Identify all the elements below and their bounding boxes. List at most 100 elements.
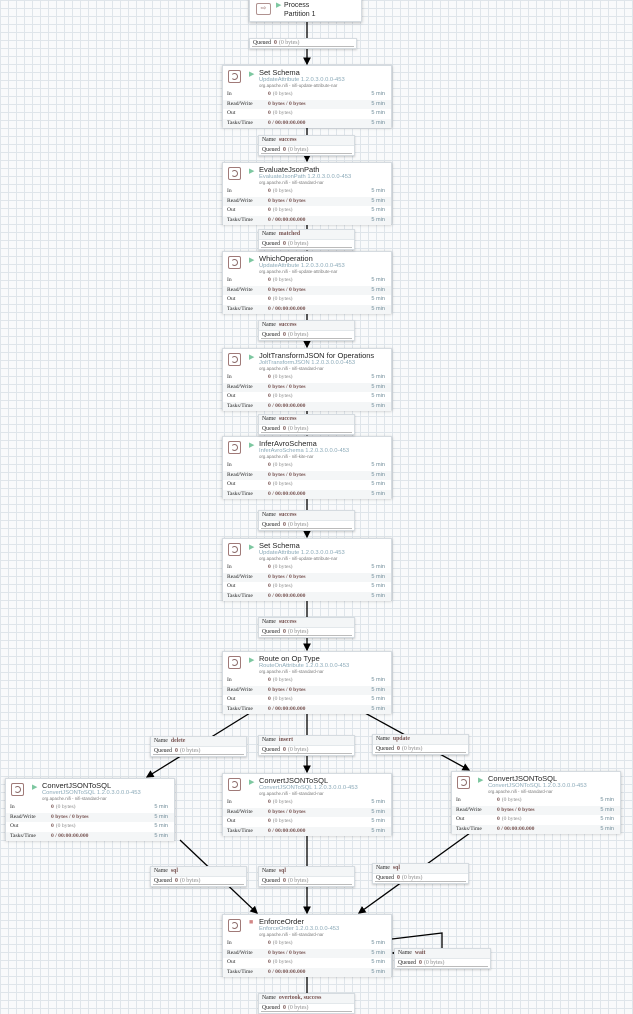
stat-label: Read/Write bbox=[227, 286, 253, 293]
queue-bar bbox=[261, 883, 352, 885]
input-port-process-partition-1[interactable]: ⇨ ▶ Process Partition 1 bbox=[249, 0, 362, 22]
stat-value: 0 / 00:00:00.000 bbox=[268, 705, 305, 715]
processor-name: InferAvroSchema bbox=[259, 439, 317, 448]
stat-window: 5 min bbox=[371, 490, 385, 497]
stat-count: 0 / 00:00:00.000 bbox=[268, 968, 306, 975]
stat-label: Read/Write bbox=[227, 100, 253, 107]
processor-type: InferAvroSchema 1.2.0.3.0.0.0-453 bbox=[259, 447, 350, 454]
queued-count: 0 bbox=[283, 878, 286, 884]
queued-count: 0 bbox=[274, 40, 277, 46]
queued-count: 0 bbox=[283, 241, 286, 247]
connection-name: overtook, success bbox=[278, 995, 322, 1001]
stat-label: Tasks/Time bbox=[227, 827, 253, 834]
stat-window: 5 min bbox=[371, 677, 385, 683]
connection-name-label: Name bbox=[262, 231, 276, 237]
connection-name-label: Name bbox=[262, 416, 276, 422]
connection-name-label: Name bbox=[154, 868, 168, 874]
stat-value: 0(0 bytes) bbox=[268, 695, 293, 705]
stat-count: 0 bytes / 0 bytes bbox=[268, 808, 306, 815]
connection-name-label: Name bbox=[376, 736, 390, 742]
stat-size: (0 bytes) bbox=[272, 583, 293, 589]
connection-line[interactable] bbox=[391, 932, 443, 948]
queued-label: Queued bbox=[376, 875, 395, 881]
stat-count: 0 bbox=[497, 816, 500, 822]
processor-icon bbox=[228, 778, 241, 791]
queued-count: 0 bbox=[397, 746, 400, 752]
stat-label: In bbox=[227, 374, 232, 380]
stat-label: Read/Write bbox=[227, 573, 253, 580]
processor-type: ConvertJSONToSQL 1.2.0.3.0.0.0-453 bbox=[42, 789, 141, 796]
processor-name: EnforceOrder bbox=[259, 917, 305, 926]
stat-count: 0 bytes / 0 bytes bbox=[268, 100, 306, 107]
stat-value: 0 bytes / 0 bytes bbox=[268, 100, 306, 110]
connection-name-label: Name bbox=[262, 995, 276, 1001]
stat-label: Out bbox=[456, 816, 465, 822]
stopped-icon: ■ bbox=[249, 919, 254, 926]
queued-size: (0 bytes) bbox=[423, 960, 445, 966]
queued-label: Queued bbox=[154, 878, 173, 884]
stat-value: 0(0 bytes) bbox=[268, 187, 293, 197]
processor-icon bbox=[228, 353, 241, 366]
queued-label: Queued bbox=[253, 40, 272, 46]
stat-label: In bbox=[227, 564, 232, 570]
queued-count: 0 bbox=[283, 522, 286, 528]
stat-window: 5 min bbox=[371, 197, 385, 204]
processor-bundle: org.apache.nifi - nifi-standard-nar bbox=[259, 669, 324, 674]
stat-size: (0 bytes) bbox=[272, 374, 293, 380]
queued-label: Queued bbox=[262, 147, 281, 153]
connection-name-label: Name bbox=[262, 512, 276, 518]
stat-value: 0 / 00:00:00.000 bbox=[268, 490, 305, 500]
stat-label: Read/Write bbox=[227, 808, 253, 815]
queued-label: Queued bbox=[376, 746, 395, 752]
processor-name: ConvertJSONToSQL bbox=[42, 781, 112, 790]
stat-size: (0 bytes) bbox=[55, 804, 76, 810]
stat-label: Out bbox=[227, 110, 236, 116]
stat-count: 0 bytes / 0 bytes bbox=[268, 471, 306, 478]
stat-count: 0 bytes / 0 bytes bbox=[268, 949, 306, 956]
queued-size: (0 bytes) bbox=[287, 522, 309, 528]
queued-size: (0 bytes) bbox=[401, 746, 423, 752]
stat-window: 5 min bbox=[371, 383, 385, 390]
processor-type: UpdateAttribute 1.2.0.3.0.0.0-453 bbox=[259, 76, 345, 83]
stat-label: In bbox=[227, 91, 232, 97]
stat-label: In bbox=[227, 188, 232, 194]
